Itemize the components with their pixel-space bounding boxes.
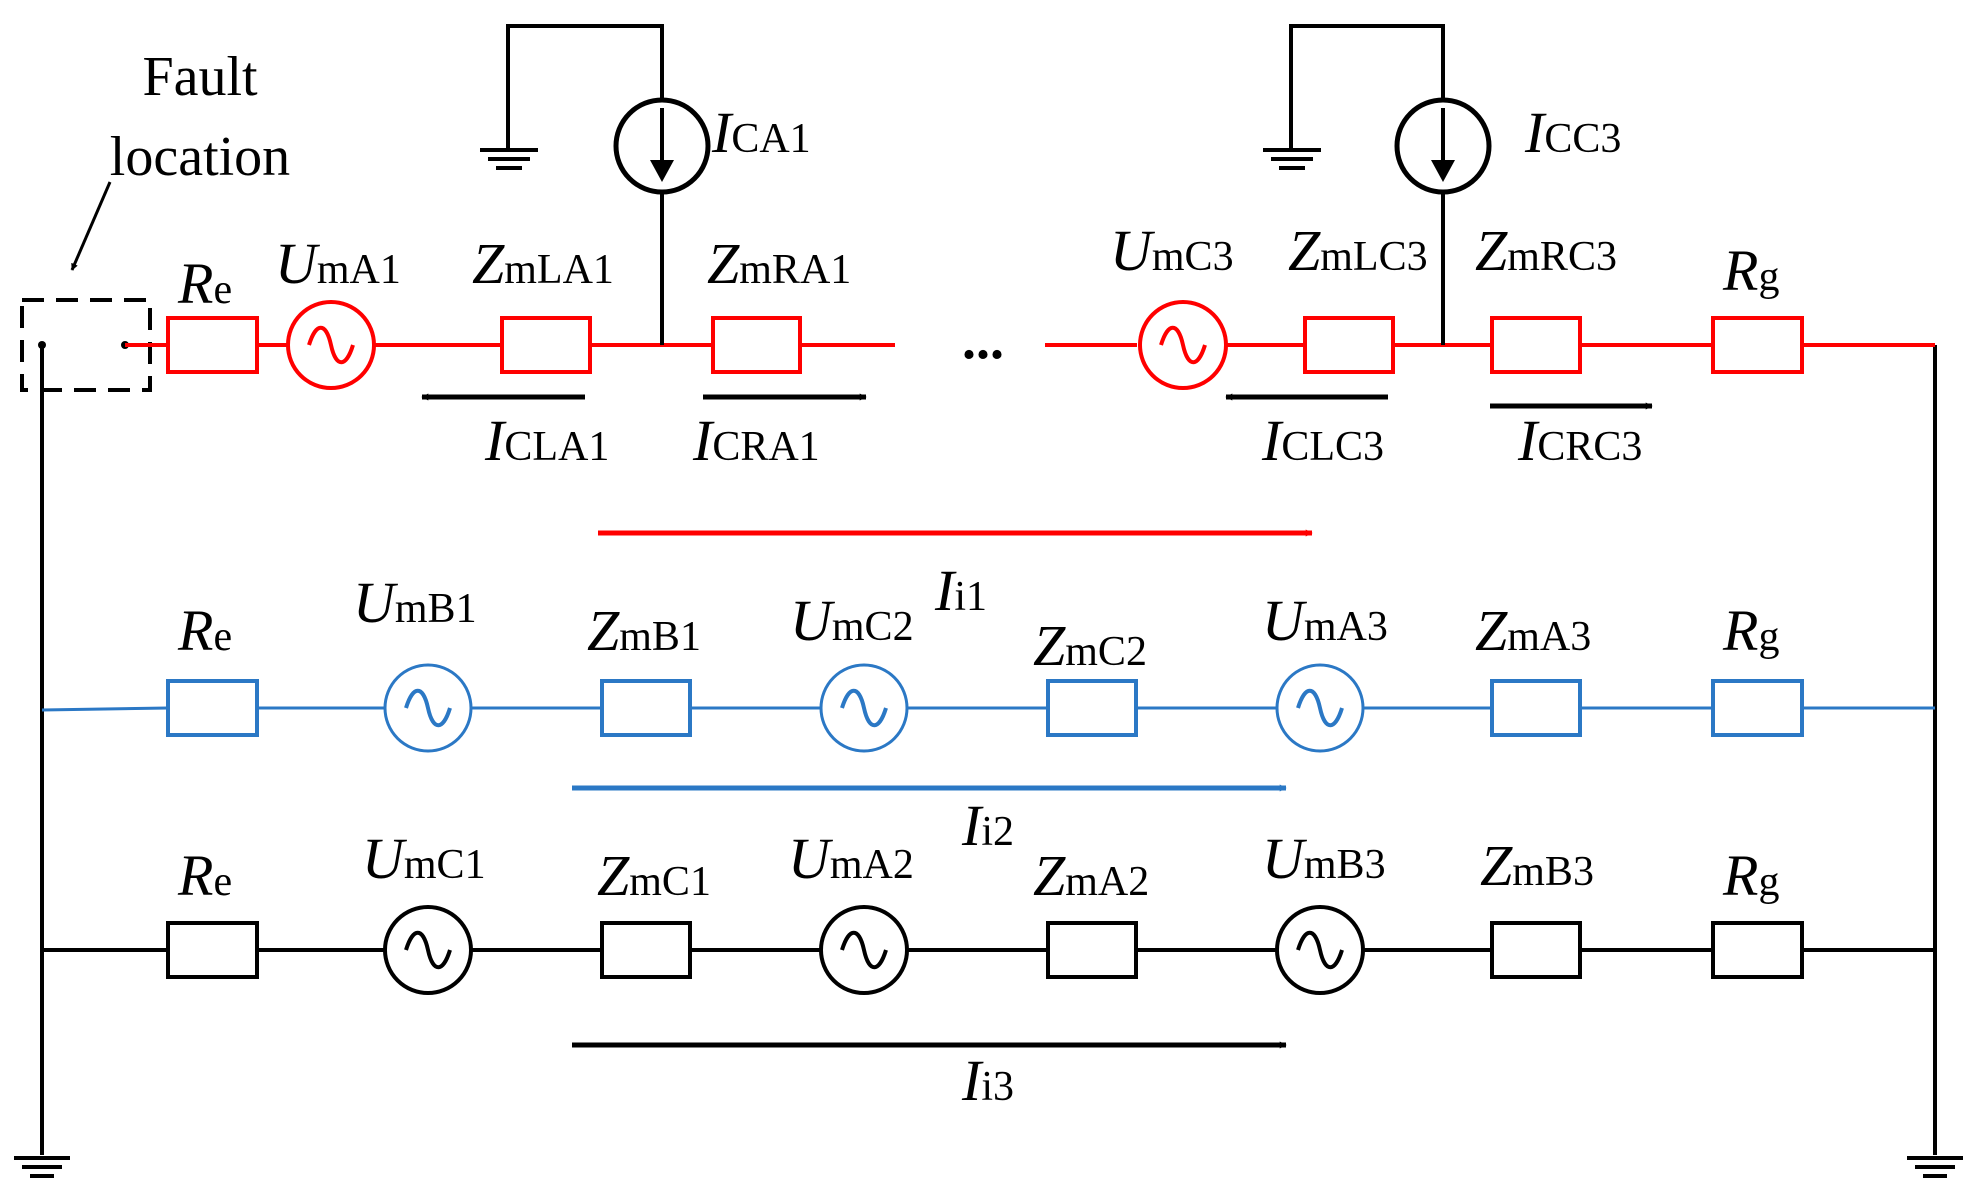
label-ii3: Ii3 [961, 1048, 1014, 1113]
label-icc3: ICC3 [1524, 100, 1621, 165]
mid-zmc2-impedance [1046, 679, 1138, 737]
mid-zmb1-impedance [600, 679, 692, 737]
label-top-re: Re [177, 251, 232, 316]
bot-zmc1-impedance [600, 921, 692, 979]
top-source-icon [286, 300, 376, 390]
label-top-zmlc3: ZmLC3 [1288, 218, 1428, 283]
capacitive-branch-a1 [480, 24, 664, 345]
label-bot-umc1: UmC1 [362, 826, 486, 891]
label-top-rg: Rg [1722, 238, 1779, 303]
label-ica1: ICA1 [711, 100, 811, 165]
mid-rg-resistor [1711, 679, 1804, 737]
top-source-c3-icon [1138, 300, 1228, 390]
bot-rg-resistor [1711, 921, 1804, 979]
top-zmlc3-impedance [1303, 316, 1395, 374]
mid-source-c2-icon [819, 663, 909, 753]
mid-source-a3-icon [1275, 663, 1365, 753]
current-source-icc3-icon [1394, 97, 1492, 195]
label-bot-umb3: UmB3 [1262, 826, 1386, 891]
label-mid-uma3: UmA3 [1262, 588, 1388, 653]
top-zmla1-impedance [500, 316, 592, 374]
top-rg-resistor [1711, 316, 1804, 374]
label-top-uma1: UmA1 [275, 231, 401, 296]
label-mid-umc2: UmC2 [790, 588, 914, 653]
label-bot-re: Re [177, 843, 232, 908]
mid-re-resistor [166, 679, 259, 737]
current-source-ica1-icon [613, 97, 711, 195]
top-zmrc3-impedance [1490, 316, 1582, 374]
fault-pointer-arrow [70, 181, 112, 271]
label-bot-zmc1: ZmC1 [597, 843, 711, 908]
mid-zma3-impedance [1490, 679, 1582, 737]
label-top-zmra1: ZmRA1 [707, 231, 851, 296]
label-icrc3: ICRC3 [1517, 408, 1642, 473]
bot-zma2-impedance [1046, 921, 1138, 979]
label-icra1: ICRA1 [692, 408, 820, 473]
phase-b-line [41, 706, 1935, 712]
label-top-zmla1: ZmLA1 [472, 231, 614, 296]
label-iclc3: ICLC3 [1261, 408, 1384, 473]
label-ii1: Ii1 [934, 558, 987, 623]
bot-source-a2-icon [819, 905, 909, 995]
fault-label-line2: location [110, 126, 290, 188]
fault-terminal-left [38, 341, 46, 349]
ground-left-icon [14, 1156, 70, 1178]
label-bot-zmb3: ZmB3 [1480, 833, 1594, 898]
label-mid-rg: Rg [1722, 598, 1779, 663]
label-mid-re: Re [177, 598, 232, 663]
label-mid-zmc2: ZmC2 [1033, 613, 1147, 678]
label-top-zmrc3: ZmRC3 [1475, 218, 1617, 283]
top-zmra1-impedance [711, 316, 802, 374]
label-mid-umb1: UmB1 [353, 570, 477, 635]
label-mid-zmb1: ZmB1 [587, 598, 701, 663]
label-ii2: Ii2 [961, 793, 1014, 858]
label-bot-rg: Rg [1722, 843, 1779, 908]
top-re-resistor [166, 316, 259, 374]
label-bot-uma2: UmA2 [788, 826, 914, 891]
bot-source-c1-icon [383, 905, 473, 995]
label-icla1: ICLA1 [484, 408, 609, 473]
label-bot-zma2: ZmA2 [1033, 843, 1149, 908]
bot-zmb3-impedance [1490, 921, 1582, 979]
label-mid-zma3: ZmA3 [1475, 598, 1591, 663]
ground-right-icon [1907, 1156, 1963, 1178]
mid-source-b1-icon [383, 663, 473, 753]
bot-re-resistor [166, 921, 259, 979]
label-top-umc3: UmC3 [1110, 218, 1234, 283]
bot-source-b3-icon [1275, 905, 1365, 995]
ellipsis: ... [962, 309, 1004, 371]
fault-label-line1: Fault [142, 46, 258, 108]
capacitive-branch-c3 [1263, 24, 1445, 345]
